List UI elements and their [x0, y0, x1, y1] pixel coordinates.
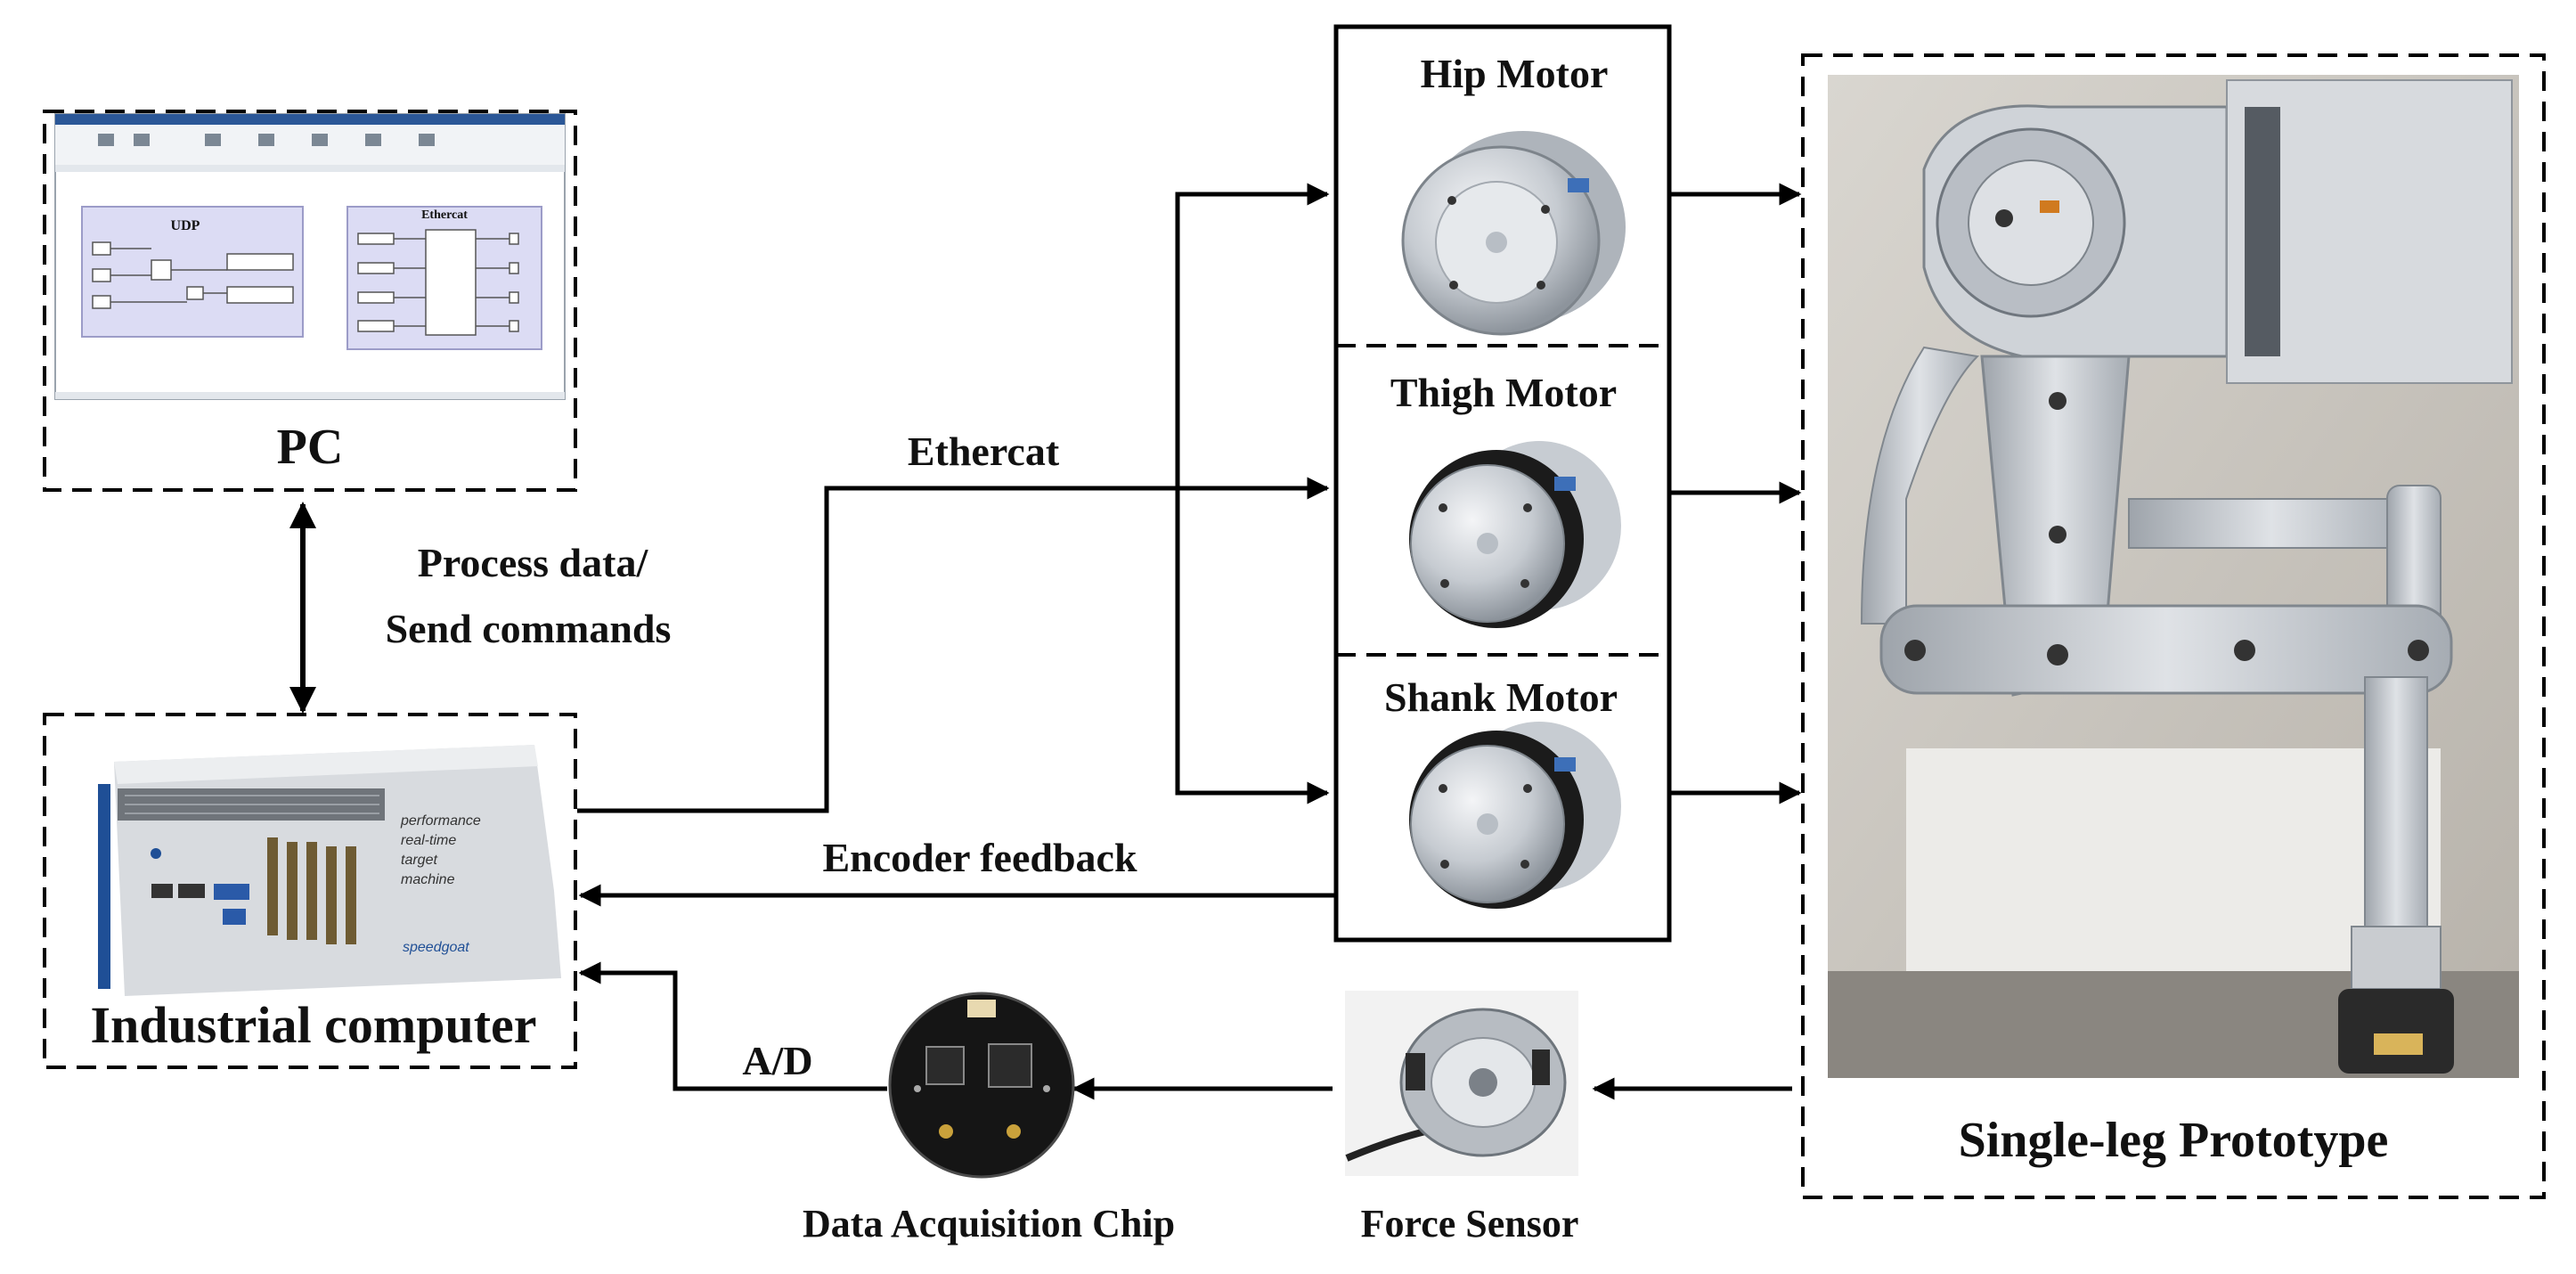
motor-to-prototype-arrows — [1671, 183, 1802, 804]
data-acquisition-chip-photo — [888, 992, 1075, 1179]
industrial-computer-photo: performance real-time target machine spe… — [98, 745, 561, 996]
shank-motor-label: Shank Motor — [1384, 674, 1618, 720]
data-acquisition-chip-label: Data Acquisition Chip — [803, 1202, 1175, 1245]
daq-to-ipc-arrow — [578, 961, 887, 1091]
force-sensor-label: Force Sensor — [1361, 1202, 1579, 1245]
ethercat-bus-lines — [577, 183, 1330, 813]
pc-software-screenshot: UDP Ethercat — [54, 113, 566, 400]
motors-group: Hip Motor Thigh Motor Shank Motor — [1333, 24, 1672, 943]
send-commands-label: Send commands — [386, 606, 672, 651]
ethercat-label: Ethercat — [908, 429, 1060, 474]
simulink-udp-block — [81, 206, 304, 338]
hip-motor-label: Hip Motor — [1421, 51, 1609, 96]
udp-block-label: UDP — [171, 218, 200, 233]
pc-label: PC — [277, 420, 344, 475]
ad-label: A/D — [742, 1038, 812, 1083]
shank-motor-photo — [1409, 722, 1621, 909]
force-sensor-photo — [1345, 991, 1578, 1176]
thigh-motor-photo — [1409, 441, 1621, 628]
thigh-motor-label: Thigh Motor — [1390, 370, 1617, 415]
pc-group: UDP Ethercat — [43, 110, 577, 492]
faceplate-text-2: real-time — [401, 833, 456, 848]
prototype-group: Single-leg Prototype — [1801, 53, 2546, 1199]
hip-motor-photo — [1401, 131, 1626, 336]
industrial-computer-dashed-frame — [43, 713, 577, 1069]
faceplate-text-4: machine — [401, 872, 455, 887]
industrial-computer-label: Industrial computer — [90, 996, 536, 1054]
encoder-feedback-label: Encoder feedback — [822, 835, 1137, 880]
motors-frame — [1333, 24, 1672, 943]
single-leg-prototype-photo — [1828, 75, 2519, 1078]
faceplate-text-1: performance — [400, 813, 481, 829]
ethercat-block-label: Ethercat — [421, 208, 468, 222]
industrial-computer-group: performance real-time target machine spe… — [43, 713, 577, 1069]
brand-logo-text: speedgoat — [403, 940, 469, 955]
process-data-label: Process data/ — [418, 540, 649, 585]
prototype-label: Single-leg Prototype — [1959, 1113, 2389, 1168]
prototype-dashed-frame — [1801, 53, 2546, 1199]
faceplate-text-3: target — [401, 853, 437, 868]
